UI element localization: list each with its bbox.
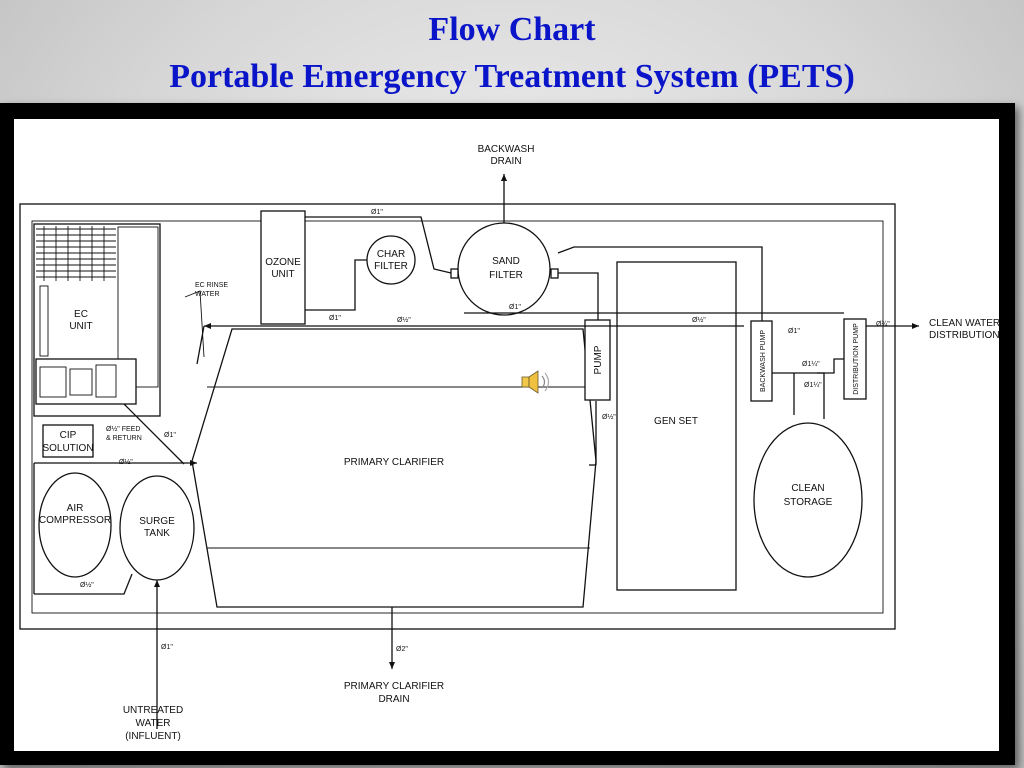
ec-rinse-label-1: EC RINSE <box>195 282 228 289</box>
diagram-canvas: EC UNIT OZONE UNIT CHAR FILTER SAND <box>14 119 999 751</box>
pipe-size-label: Ø1" <box>164 432 176 439</box>
ozone-unit: OZONE UNIT <box>260 210 306 325</box>
gen-set: GEN SET <box>616 261 737 591</box>
clean-water-distribution-label-2: DISTRIBUTION <box>929 330 999 341</box>
page-subtitle: Portable Emergency Treatment System (PET… <box>169 58 855 95</box>
cip-solution-label-2: SOLUTION <box>42 443 93 454</box>
gen-set-label: GEN SET <box>654 416 698 427</box>
pipe-size-label: Ø½" <box>397 316 411 324</box>
pipe-size-label: Ø½" <box>119 458 133 466</box>
distribution-pump: DISTRIBUTION PUMP <box>843 318 867 400</box>
piping <box>33 174 919 729</box>
pipe-size-label: Ø1" <box>329 315 341 322</box>
flow-diagram: EC UNIT OZONE UNIT CHAR FILTER SAND <box>19 144 999 742</box>
char-filter-label-2: FILTER <box>374 261 408 272</box>
ec-rinse-label-2: WATER <box>195 291 220 298</box>
char-filter-label-1: CHAR <box>377 249 405 260</box>
pipe-size-label: Ø1¼" <box>802 361 820 368</box>
clean-water-distribution-label-1: CLEAN WATER <box>929 318 999 329</box>
ozone-unit-label-2: UNIT <box>271 269 294 280</box>
air-compressor-label-2: COMPRESSOR <box>39 515 111 526</box>
cip-solution-label-1: CIP <box>60 430 77 441</box>
pipe-size-label: Ø1" <box>371 209 383 216</box>
primary-clarifier: PRIMARY CLARIFIER <box>191 328 597 608</box>
pipe-size-label: Ø1" <box>788 328 800 335</box>
cip-solution: CIP SOLUTION <box>42 424 94 458</box>
pipe-size-label: Ø1" <box>509 304 521 311</box>
pipe-size-label: Ø½" <box>80 581 94 589</box>
char-filter: CHAR FILTER <box>366 235 416 285</box>
ec-unit-label-2: UNIT <box>69 321 92 332</box>
clarifier-drain-label-2: DRAIN <box>378 694 409 705</box>
sand-filter-label-2: FILTER <box>489 270 523 281</box>
speaker-icon[interactable] <box>521 370 550 394</box>
skid-outer-outline <box>19 203 896 630</box>
page-title: Flow Chart <box>428 11 596 48</box>
backwash-drain-label-2: DRAIN <box>490 156 521 167</box>
ec-unit: EC UNIT <box>33 223 161 417</box>
surge-tank-label-2: TANK <box>144 528 170 539</box>
clean-storage: CLEAN STORAGE <box>753 422 863 578</box>
pipe-size-labels: Ø1" Ø1" Ø1" Ø1" Ø½" Ø½" Ø1" Ø¾" Ø1¼" Ø1¼… <box>80 209 890 653</box>
air-compressor-label-1: AIR <box>67 503 84 514</box>
pump: PUMP <box>584 319 611 401</box>
distribution-pump-label: DISTRIBUTION PUMP <box>853 323 860 395</box>
untreated-water-label-3: (INFLUENT) <box>125 731 181 742</box>
surge-tank-label-1: SURGE <box>139 516 175 527</box>
feed-return-label-2: & RETURN <box>106 435 142 442</box>
pipe-size-label: Ø½" <box>692 316 706 324</box>
pipe-size-label: Ø¾" <box>876 321 890 328</box>
pump-label: PUMP <box>593 345 604 374</box>
backwash-drain-label-1: BACKWASH <box>478 144 535 155</box>
air-compressor: AIR COMPRESSOR <box>38 472 112 578</box>
pipe-size-label: Ø1" <box>161 644 173 651</box>
sand-filter: SAND FILTER <box>450 222 559 316</box>
backwash-pump: BACKWASH PUMP <box>750 320 773 402</box>
sand-filter-label-1: SAND <box>492 256 520 267</box>
feed-return-label-1: Ø½" FEED <box>106 425 140 433</box>
pipe-size-label: Ø½" <box>602 413 616 421</box>
ec-unit-label-1: EC <box>74 309 88 320</box>
pipe-size-label: Ø2" <box>396 646 408 653</box>
skid-inner-outline <box>31 220 884 614</box>
pipe-size-label: Ø1¼" <box>804 382 822 389</box>
untreated-water-label-2: WATER <box>136 718 171 729</box>
clean-storage-label-2: STORAGE <box>784 497 833 508</box>
ozone-unit-label-1: OZONE <box>265 257 301 268</box>
clarifier-drain-label-1: PRIMARY CLARIFIER <box>344 681 444 692</box>
diagram-frame: EC UNIT OZONE UNIT CHAR FILTER SAND <box>0 103 1015 765</box>
backwash-pump-label: BACKWASH PUMP <box>760 330 767 392</box>
surge-tank: SURGE TANK <box>119 475 195 581</box>
untreated-water-label-1: UNTREATED <box>123 705 183 716</box>
primary-clarifier-label: PRIMARY CLARIFIER <box>344 457 444 468</box>
clean-storage-label-1: CLEAN <box>791 483 824 494</box>
